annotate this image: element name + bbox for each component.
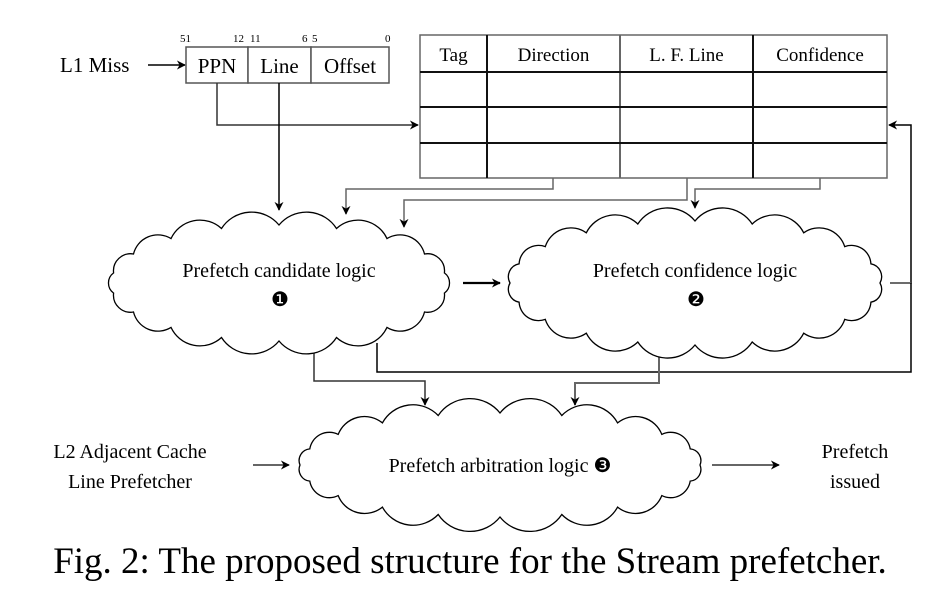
field-line-label: Line — [260, 54, 298, 78]
field-line-box — [247, 46, 312, 84]
bit-51: 51 — [180, 33, 191, 45]
figure-caption: Fig. 2: The proposed structure for the S… — [53, 541, 887, 582]
l2-adjacent-label-line1: L2 Adjacent Cache — [53, 441, 206, 463]
arbitration-logic-label: Prefetch arbitration logic ❸ — [389, 453, 612, 477]
arbitration-logic-cloud — [298, 397, 702, 533]
confidence-to-conflogic-arrow — [690, 178, 821, 209]
ppn-to-table-arrow — [216, 83, 419, 130]
address-register: PPN Line Offset 51 12 11 6 5 0 — [180, 33, 391, 84]
table-header-direction: Direction — [518, 45, 590, 66]
candidate-logic-marker: ❶ — [271, 289, 289, 311]
candidate-logic-cloud — [107, 211, 451, 355]
direction-to-candidate-arrow — [341, 178, 554, 215]
table-header-lf-line: L. F. Line — [649, 45, 723, 66]
bit-11: 11 — [250, 33, 261, 45]
confidence-logic-cloud — [507, 207, 883, 359]
l1-miss-label: L1 Miss — [60, 53, 129, 77]
table-header-confidence: Confidence — [776, 45, 864, 66]
prefetch-issued-label-line2: issued — [830, 471, 880, 493]
candidate-to-arbitration-arrow — [313, 353, 430, 406]
bit-6: 6 — [302, 33, 308, 45]
table-header-tag: Tag — [439, 45, 468, 66]
candidate-logic-label: Prefetch candidate logic — [182, 260, 375, 282]
field-ppn-label: PPN — [198, 54, 237, 78]
confidence-logic-marker: ❷ — [687, 289, 705, 311]
candidate-feedback-line — [376, 283, 912, 373]
bit-0: 0 — [385, 33, 391, 45]
stream-prefetcher-diagram: L1 Miss PPN Line Offset 51 12 11 6 5 0 T… — [53, 33, 912, 533]
prefetch-issued-label-line1: Prefetch — [822, 441, 889, 463]
bit-5: 5 — [312, 33, 318, 45]
field-offset-box — [310, 46, 390, 84]
confidence-logic-label: Prefetch confidence logic — [593, 260, 797, 282]
bit-12: 12 — [233, 33, 244, 45]
confidence-to-arbitration-arrow — [570, 355, 660, 406]
l2-adjacent-label-line2: Line Prefetcher — [68, 471, 192, 493]
arbitration-logic-text: Prefetch arbitration logic — [389, 455, 589, 477]
lfline-to-candidate-arrow — [399, 178, 688, 228]
arbitration-logic-marker: ❸ — [593, 453, 611, 477]
field-offset-label: Offset — [324, 54, 376, 78]
stream-table: Tag Direction L. F. Line Confidence — [419, 34, 888, 179]
confidence-feedback-arrow — [888, 120, 912, 284]
